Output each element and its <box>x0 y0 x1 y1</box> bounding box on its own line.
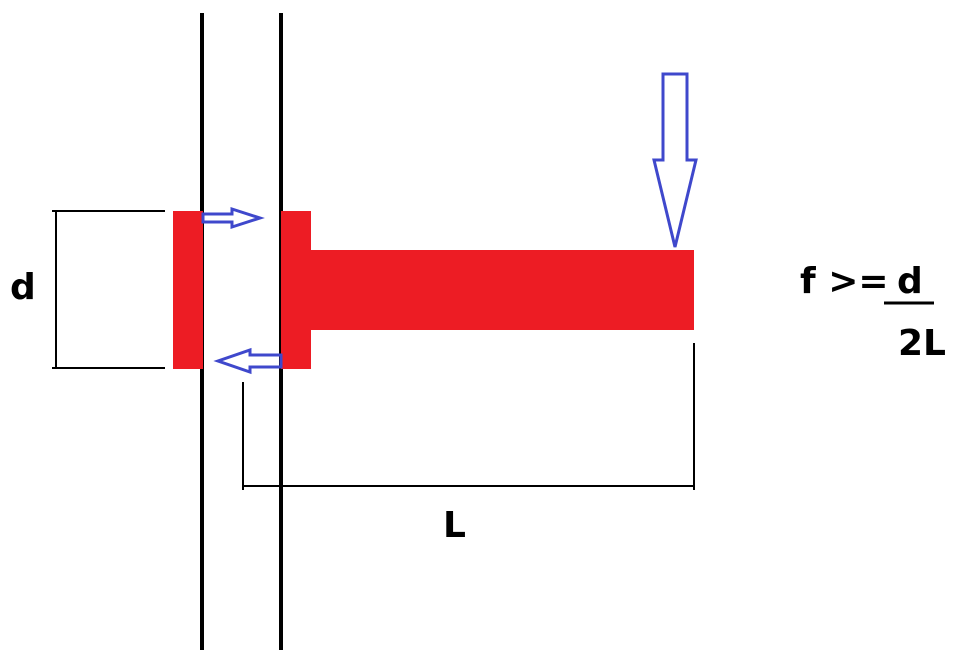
dimension-d <box>52 210 165 369</box>
normal-force-arrow-left <box>213 347 283 375</box>
formula-lhs: f >= <box>800 261 889 302</box>
load-force-arrow-down <box>652 72 698 248</box>
bracket-right-plate <box>281 211 311 369</box>
dimension-l-label: L <box>443 505 466 546</box>
dimension-l <box>242 343 695 490</box>
bracket-arm <box>311 250 694 330</box>
bracket-left-plate <box>173 211 203 369</box>
formula-numerator: d <box>897 261 923 302</box>
dimension-d-label: d <box>10 267 36 308</box>
normal-force-arrow-right <box>201 206 265 230</box>
formula-denominator: 2L <box>898 323 946 364</box>
